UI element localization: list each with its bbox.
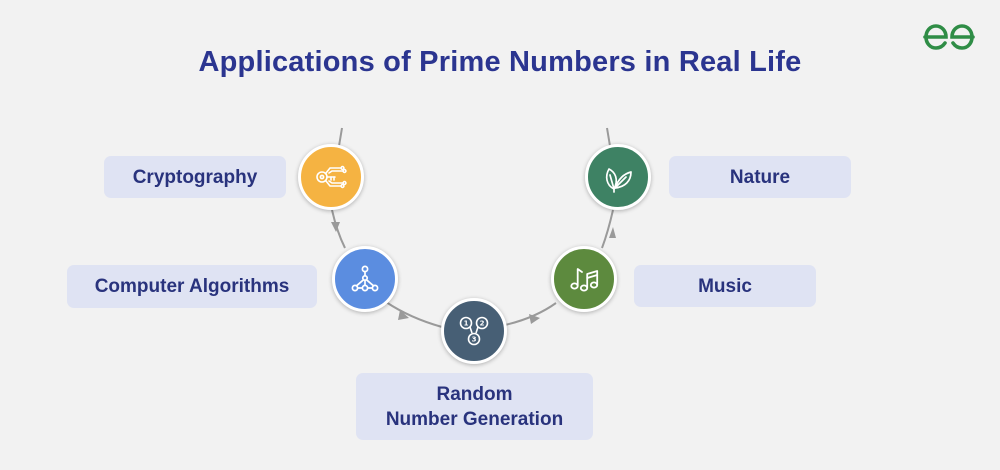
- arrow-head: [609, 227, 616, 238]
- leaves-icon: [605, 168, 632, 193]
- circuit-key-icon: [316, 165, 347, 189]
- label-nature: Nature: [669, 156, 851, 198]
- svg-text:3: 3: [472, 336, 477, 344]
- node-computer-algorithms: [332, 246, 398, 312]
- music-notes-icon: [570, 268, 599, 292]
- label-random-number-generation: Random Number Generation: [356, 373, 593, 440]
- label-computer-algorithms: Computer Algorithms: [67, 265, 317, 308]
- node-music: [551, 246, 617, 312]
- svg-text:2: 2: [480, 320, 485, 328]
- arrow-head: [398, 310, 409, 320]
- network-nodes-icon: [351, 265, 379, 292]
- page-title: Applications of Prime Numbers in Real Li…: [198, 46, 802, 78]
- gfg-logo-icon: [923, 24, 975, 50]
- arrow-head: [529, 314, 540, 324]
- numbered-balls-icon: 1 2 3: [459, 316, 489, 346]
- node-random-number-generation: 1 2 3: [441, 298, 507, 364]
- arrow-head: [331, 222, 340, 232]
- node-cryptography: [298, 144, 364, 210]
- label-music: Music: [634, 265, 816, 307]
- label-cryptography: Cryptography: [104, 156, 286, 198]
- svg-text:1: 1: [464, 320, 469, 328]
- node-nature: [585, 144, 651, 210]
